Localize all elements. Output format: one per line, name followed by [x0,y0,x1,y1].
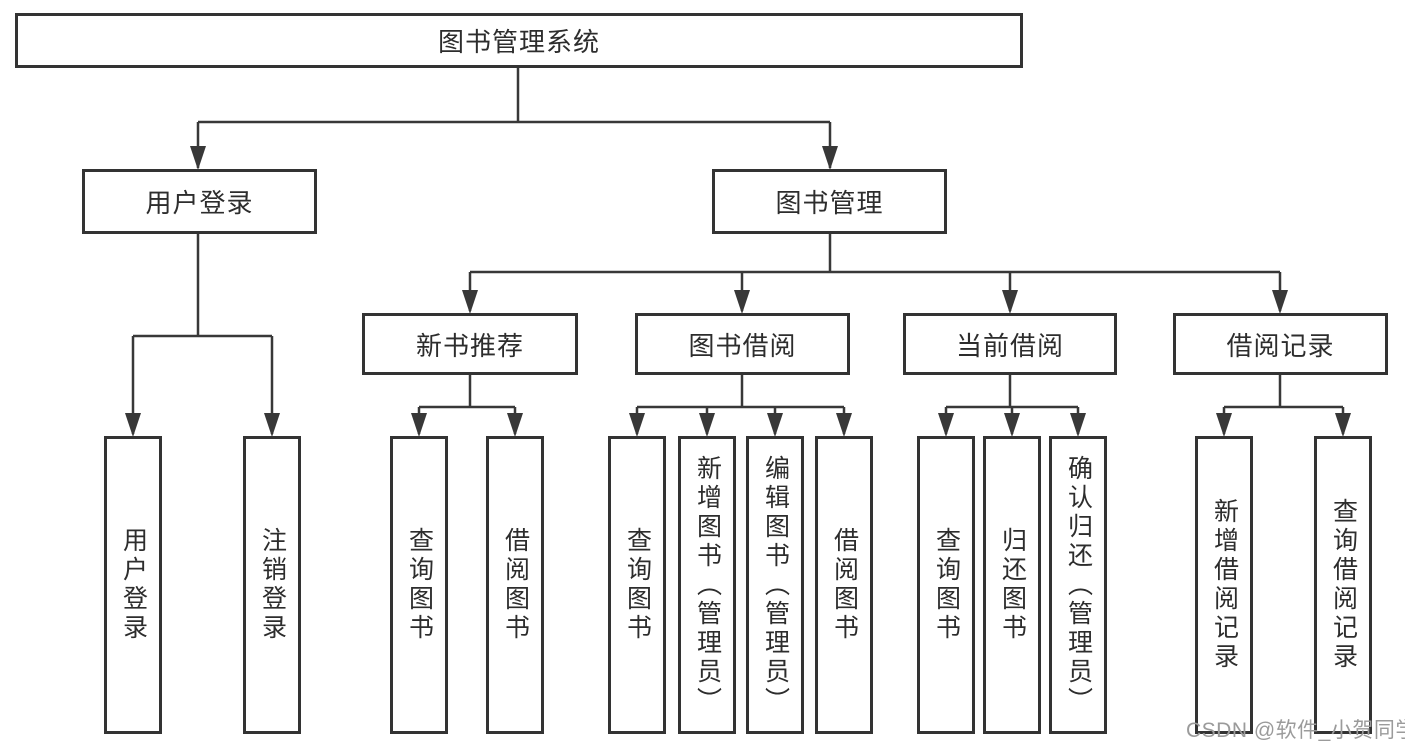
leaf-logout-label: 注销登录 [258,527,287,643]
leaf-user-login-label: 用户登录 [119,527,148,643]
leaf-newbooks-query-books-label: 查询图书 [405,527,434,643]
node-book-management-label: 图书管理 [775,188,884,218]
watermark: CSDN @软件_小贺同学 [1186,719,1405,742]
node-new-book-recommend: 新书推荐 [362,313,578,375]
leaf-borrowing-add-books-admin-label: 新增图书（管理员） [693,454,722,716]
leaf-current-query-books-label: 查询图书 [932,527,961,643]
leaf-records-query-record: 查询借阅记录 [1314,436,1372,734]
node-current-borrowing-label: 当前借阅 [955,330,1064,361]
leaf-borrowing-borrow-books: 借阅图书 [815,436,873,734]
node-borrowing-records-label: 借阅记录 [1226,330,1335,361]
leaf-borrowing-edit-books-admin-label: 编辑图书（管理员） [761,454,790,716]
leaf-logout: 注销登录 [243,436,301,734]
node-book-borrowing: 图书借阅 [635,313,850,375]
leaf-records-add-record-label: 新增借阅记录 [1210,498,1239,672]
leaf-borrowing-edit-books-admin: 编辑图书（管理员） [746,436,804,734]
node-root: 图书管理系统 [15,13,1023,68]
node-new-book-recommend-label: 新书推荐 [415,330,524,361]
node-borrowing-records: 借阅记录 [1173,313,1388,375]
node-book-management: 图书管理 [712,169,947,234]
leaf-current-confirm-return-admin-label: 确认归还（管理员） [1064,454,1093,716]
leaf-borrowing-query-books: 查询图书 [608,436,666,734]
leaf-records-query-record-label: 查询借阅记录 [1329,498,1358,672]
leaf-current-return-books-label: 归还图书 [998,527,1027,643]
leaf-newbooks-query-books: 查询图书 [390,436,448,734]
leaf-borrowing-add-books-admin: 新增图书（管理员） [678,436,736,734]
node-current-borrowing: 当前借阅 [903,313,1117,375]
node-root-label: 图书管理系统 [437,27,600,57]
node-book-borrowing-label: 图书借阅 [688,330,797,361]
leaf-borrowing-query-books-label: 查询图书 [623,527,652,643]
leaf-user-login: 用户登录 [104,436,162,734]
leaf-borrowing-borrow-books-label: 借阅图书 [830,527,859,643]
leaf-newbooks-borrow-books-label: 借阅图书 [501,527,530,643]
node-user-login: 用户登录 [82,169,317,234]
leaf-records-add-record: 新增借阅记录 [1195,436,1253,734]
node-user-login-label: 用户登录 [145,188,254,218]
leaf-newbooks-borrow-books: 借阅图书 [486,436,544,734]
leaf-current-return-books: 归还图书 [983,436,1041,734]
leaf-current-query-books: 查询图书 [917,436,975,734]
leaf-current-confirm-return-admin: 确认归还（管理员） [1049,436,1107,734]
arrow-icons [125,146,1351,437]
